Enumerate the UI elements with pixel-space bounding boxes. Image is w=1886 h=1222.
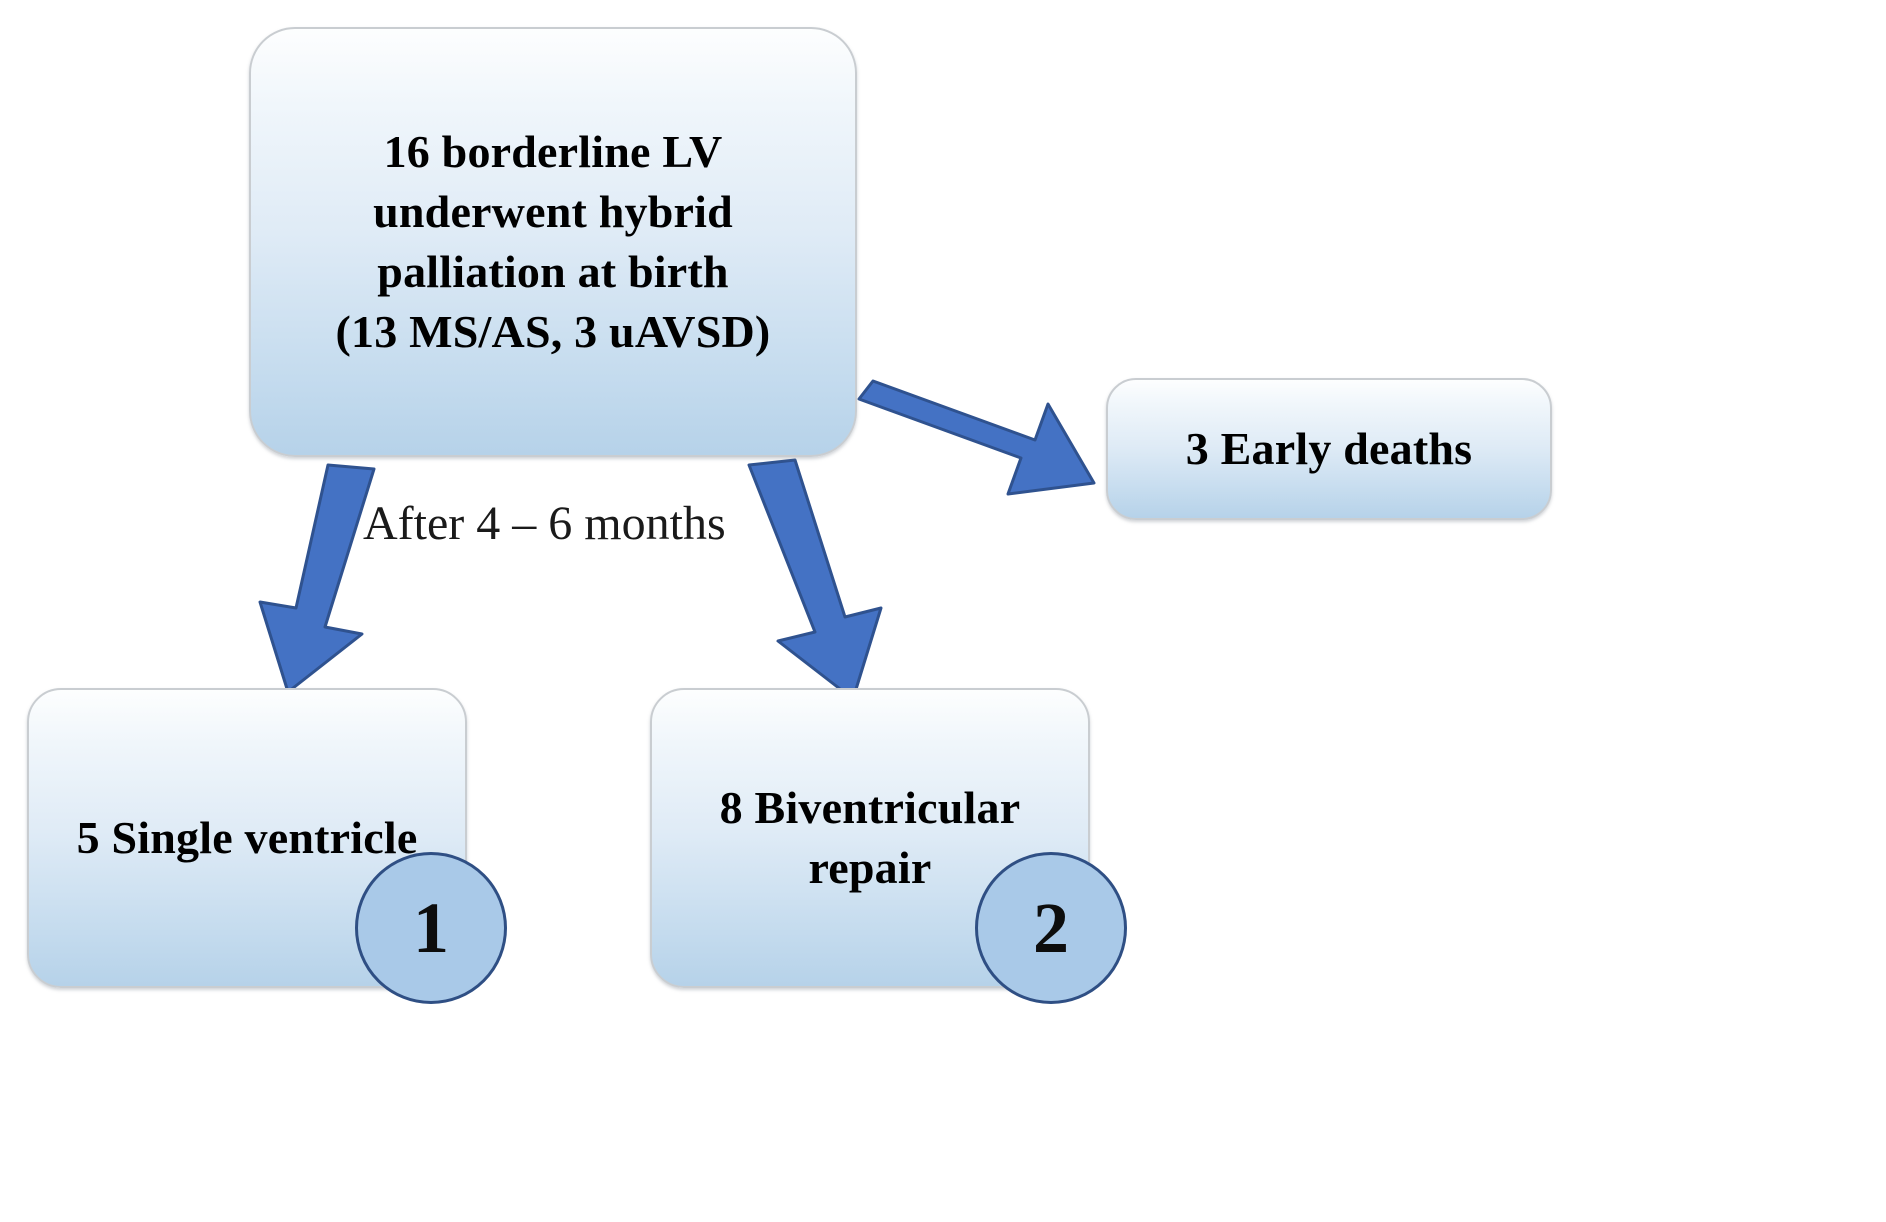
arrow-root-to-early-deaths [857, 379, 1096, 496]
node-root-line-1: 16 borderline LV [383, 126, 723, 178]
arrow-root-to-single-ventricle [258, 463, 376, 694]
badge-single-ventricle[interactable]: 1 [355, 852, 507, 1004]
node-root-line-2: underwent hybrid [373, 186, 733, 238]
node-biventricular-repair-line-2: repair [808, 842, 932, 893]
node-single-ventricle-label: 5 Single ventricle [76, 812, 418, 864]
edge-label-after-months: After 4 – 6 months [363, 497, 726, 550]
node-biventricular-repair-line-1: 8 Biventricular [719, 782, 1021, 834]
node-root-line-3: palliation at birth [377, 246, 729, 297]
arrow-root-to-biventricular-repair [747, 458, 883, 701]
node-biventricular-repair-text: 8 Biventricular repair [720, 778, 1021, 898]
node-root-line-4: (13 MS/AS, 3 uAVSD) [335, 305, 771, 357]
node-root[interactable]: 16 borderline LV underwent hybrid palliati… [249, 27, 857, 457]
node-early-deaths-label: 3 Early deaths [1185, 423, 1473, 475]
node-early-deaths[interactable]: 3 Early deaths [1106, 378, 1552, 520]
badge-biventricular-repair[interactable]: 2 [975, 852, 1127, 1004]
node-root-text: 16 borderline LV underwent hybrid palliati… [336, 122, 771, 361]
